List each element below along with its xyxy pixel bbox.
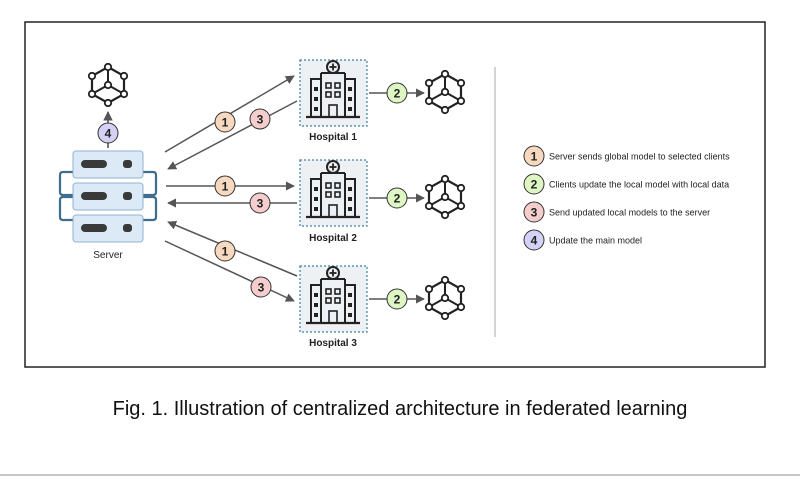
svg-text:1: 1 (222, 116, 229, 130)
send-arrow-h3 (164, 240, 295, 302)
svg-text:Send updated local models to t: Send updated local models to the server (549, 208, 710, 218)
legend-item: 1 Server sends global model to selected … (523, 145, 730, 167)
step4-badge: 4 (97, 122, 119, 144)
step3-badge-h2: 3 (249, 192, 271, 214)
server-label: Server (93, 250, 123, 261)
svg-text:2: 2 (394, 192, 401, 206)
svg-text:3: 3 (258, 281, 265, 295)
legend-item: 2 Clients update the local model with lo… (523, 173, 729, 195)
step2-badge-h2: 2 (386, 187, 408, 209)
svg-text:1: 1 (531, 150, 538, 164)
federated-learning-diagram: 4 Server Hospital 1 Hospital 2 Hospital … (24, 21, 766, 368)
cropped-body-text (0, 468, 800, 481)
step3-badge-h1: 3 (249, 108, 271, 130)
svg-text:3: 3 (257, 113, 264, 127)
hospital-2 (299, 159, 368, 227)
svg-text:Clients update the local model: Clients update the local model with loca… (549, 180, 729, 190)
hospital-2-label: Hospital 2 (309, 233, 357, 244)
legend: 1 Server sends global model to selected … (523, 145, 730, 251)
step2-badge-h3: 2 (386, 288, 408, 310)
step2-badge-h1: 2 (386, 82, 408, 104)
svg-text:4: 4 (531, 234, 538, 248)
hospital-3 (299, 265, 368, 333)
svg-text:3: 3 (531, 206, 538, 220)
return-arrow-h1 (167, 100, 298, 170)
step1-badge-h1: 1 (214, 111, 236, 133)
server-icon (58, 150, 158, 243)
hospital-1 (299, 59, 368, 127)
step1-badge-h3: 1 (214, 240, 236, 262)
svg-text:4: 4 (105, 127, 112, 141)
svg-text:2: 2 (394, 87, 401, 101)
svg-text:2: 2 (531, 178, 538, 192)
hospital-3-label: Hospital 3 (309, 338, 357, 349)
legend-item: 4 Update the main model (523, 229, 642, 251)
step3-badge-h3: 3 (250, 276, 272, 298)
legend-item: 3 Send updated local models to the serve… (523, 201, 710, 223)
svg-text:2: 2 (394, 293, 401, 307)
hospital-1-label: Hospital 1 (309, 132, 357, 143)
svg-text:Update the main model: Update the main model (549, 236, 642, 246)
svg-text:1: 1 (222, 245, 229, 259)
svg-text:Server sends global model to s: Server sends global model to selected cl… (549, 152, 730, 162)
svg-text:1: 1 (222, 180, 229, 194)
step1-badge-h2: 1 (214, 175, 236, 197)
svg-text:3: 3 (257, 197, 264, 211)
figure-caption: Fig. 1. Illustration of centralized arch… (112, 398, 688, 420)
